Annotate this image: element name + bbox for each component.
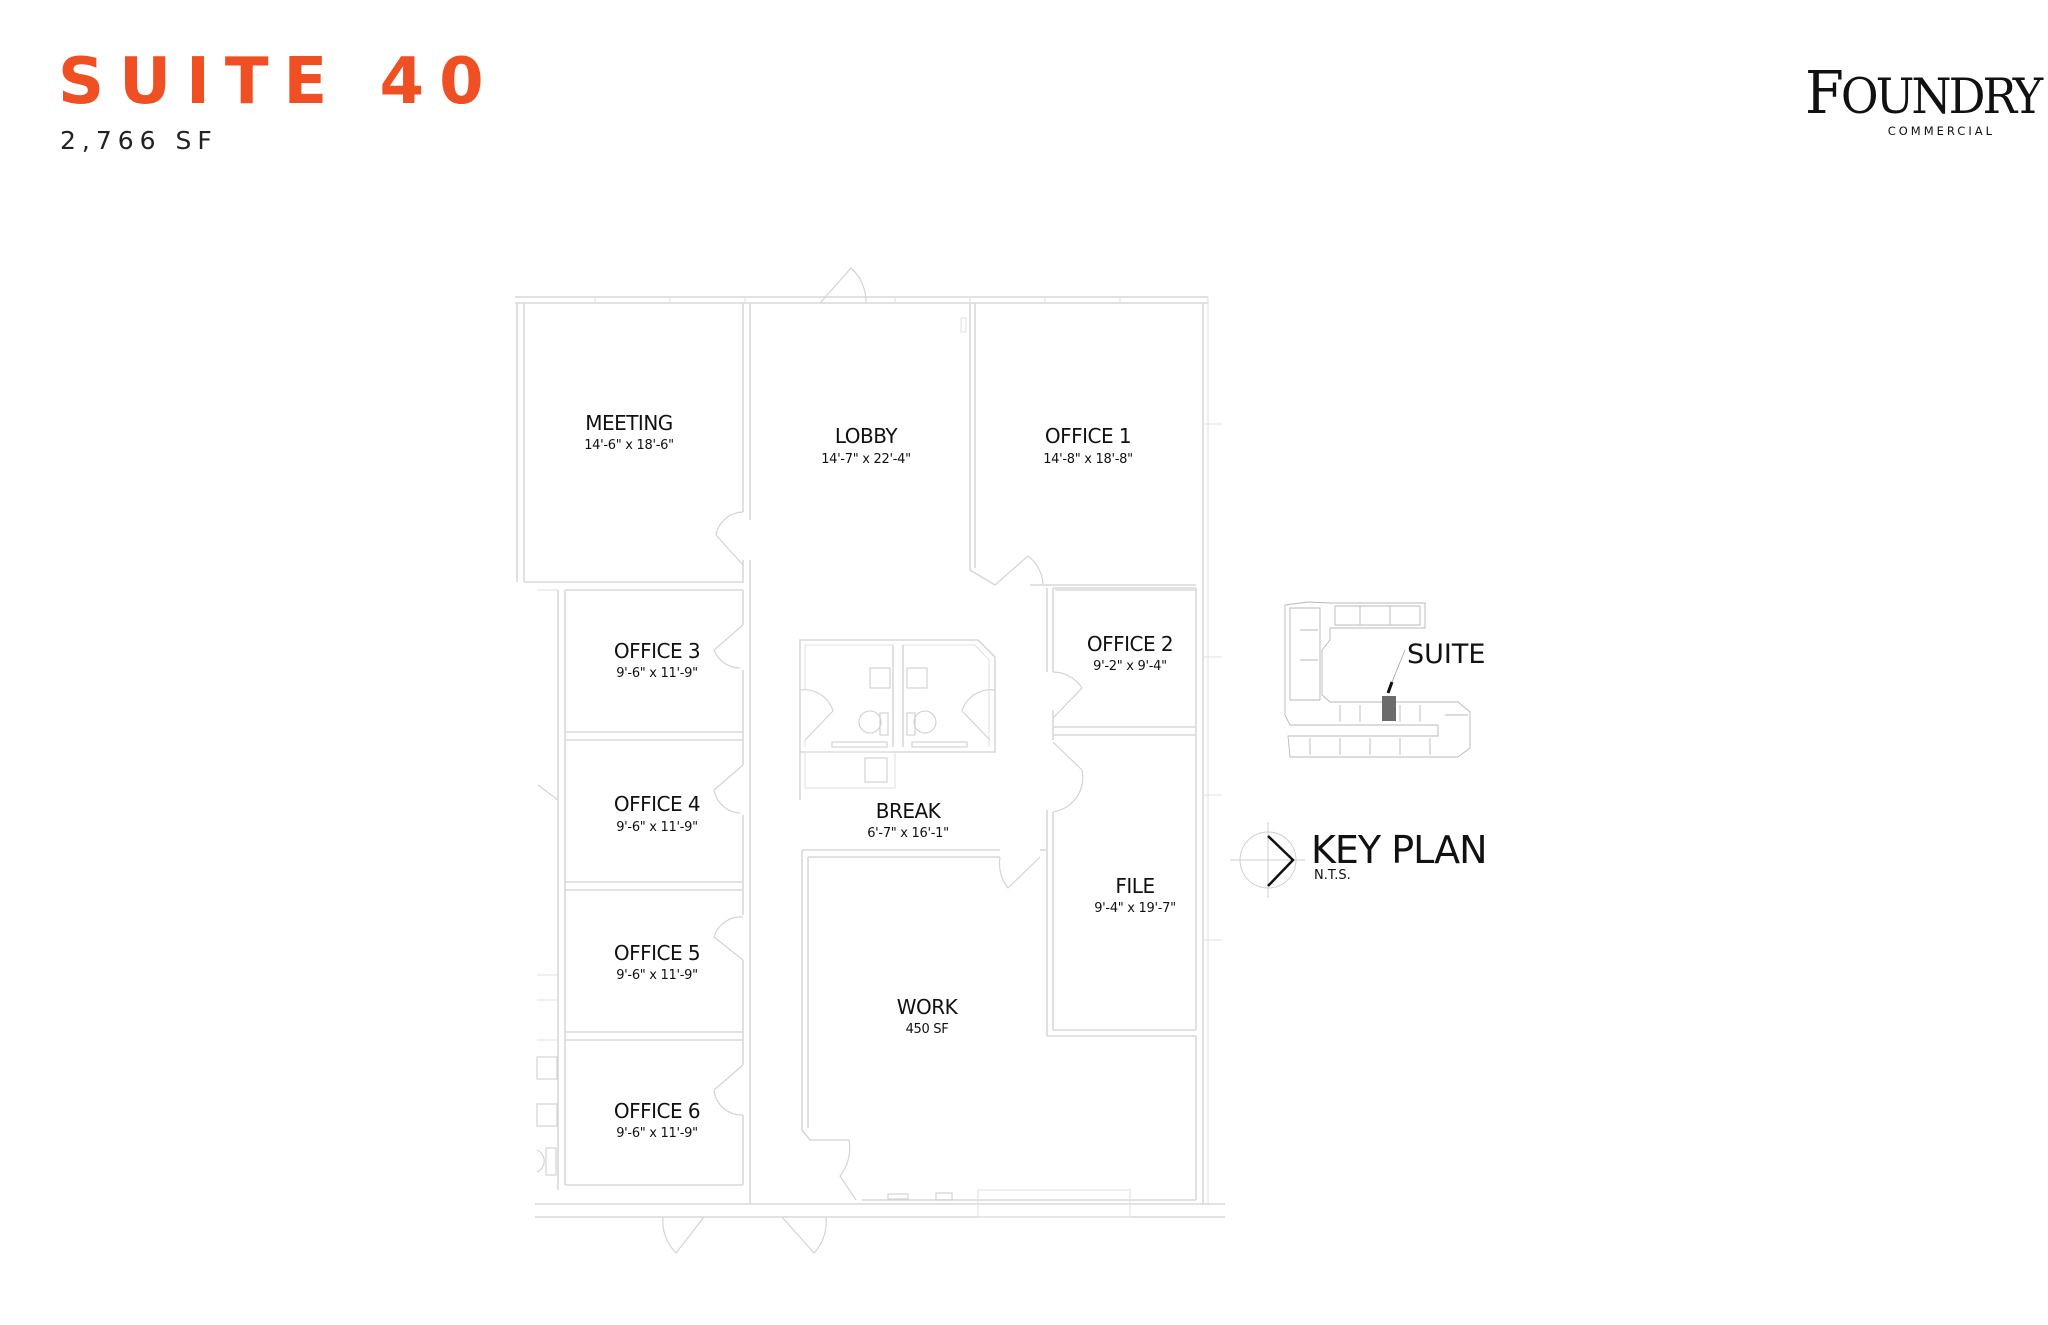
room-meeting [524, 303, 751, 590]
key-plan-scale-note: N.T.S. [1314, 868, 1351, 883]
foundry-commercial-logo: FOUNDRY COMMERCIAL [1805, 59, 2043, 138]
label-office-5: OFFICE 5 [614, 941, 700, 965]
dim-lobby: 14'-7" x 22'-4" [821, 452, 911, 467]
label-lobby: LOBBY [835, 424, 899, 448]
suite-title: SUITE 40 [58, 45, 499, 119]
dim-file: 9'-4" x 19'-7" [1094, 901, 1176, 916]
key-plan-suite-label: SUITE [1407, 639, 1485, 670]
label-work: WORK [897, 995, 959, 1019]
label-office-6: OFFICE 6 [614, 1099, 700, 1123]
logo-tagline: COMMERCIAL [1887, 124, 1995, 138]
dim-office-2: 9'-2" x 9'-4" [1093, 659, 1167, 674]
room-labels: MEETING 14'-6" x 18'-6" LOBBY 14'-7" x 2… [584, 411, 1176, 1141]
restrooms [799, 639, 996, 800]
label-meeting: MEETING [585, 411, 673, 435]
label-office-3: OFFICE 3 [614, 639, 700, 663]
room-office-2-file [1046, 587, 1197, 1037]
logo-wordmark: FOUNDRY [1805, 59, 2043, 128]
left-office-column [536, 589, 751, 1200]
dim-office-5: 9'-6" x 11'-9" [616, 968, 698, 983]
dim-work: 450 SF [906, 1022, 949, 1037]
exterior-doors-bottom [662, 1200, 827, 1254]
dim-office-1: 14'-8" x 18'-8" [1043, 452, 1133, 467]
room-work [801, 849, 1197, 1218]
key-plan: SUITE [1284, 601, 1485, 758]
label-break: BREAK [876, 799, 942, 823]
room-office-1 [960, 303, 1196, 591]
north-arrow-icon [1267, 835, 1295, 887]
label-file: FILE [1115, 874, 1154, 898]
dim-office-3: 9'-6" x 11'-9" [616, 666, 698, 681]
key-plan-suite-highlight [1382, 696, 1396, 721]
key-plan-title-text: KEY PLAN [1311, 828, 1487, 872]
entry-door-top [819, 267, 867, 304]
dim-office-6: 9'-6" x 11'-9" [616, 1126, 698, 1141]
label-office-1: OFFICE 1 [1045, 424, 1131, 448]
dim-office-4: 9'-6" x 11'-9" [616, 820, 698, 835]
suite-area: 2,766 SF [60, 126, 218, 155]
key-plan-title: KEY PLAN N.T.S. [1230, 822, 1488, 898]
label-office-4: OFFICE 4 [614, 792, 700, 816]
dim-break: 6'-7" x 16'-1" [867, 826, 949, 841]
dim-meeting: 14'-6" x 18'-6" [584, 438, 674, 453]
label-office-2: OFFICE 2 [1087, 632, 1173, 656]
